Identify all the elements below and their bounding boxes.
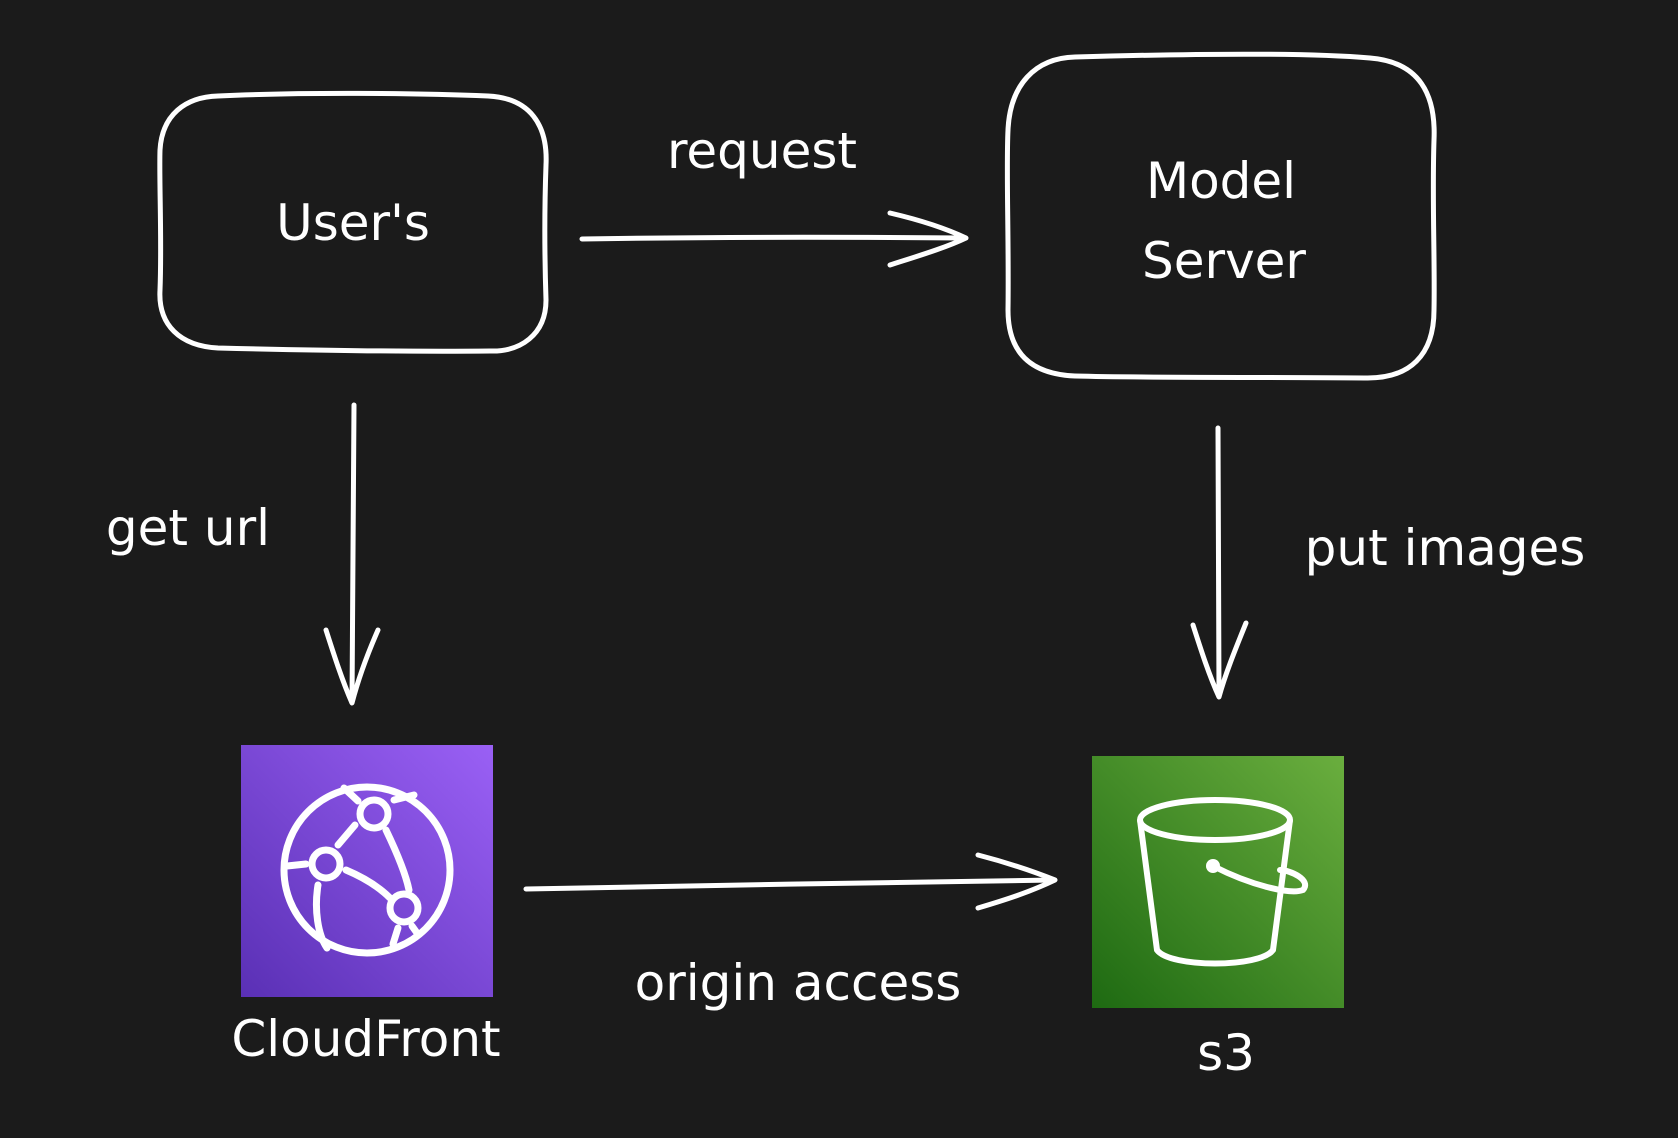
cloudfront-node[interactable]: CloudFront — [231, 745, 501, 1068]
get-url-arrow: get url — [106, 402, 381, 706]
s3-bucket-icon — [1137, 797, 1308, 967]
users-label: User's — [276, 194, 430, 252]
put-images-label: put images — [1305, 519, 1586, 577]
cloudfront-label: CloudFront — [231, 1010, 500, 1068]
get-url-label: get url — [106, 499, 270, 557]
cloudfront-tile — [241, 745, 493, 997]
model-server-label-line1: Model — [1146, 152, 1296, 210]
origin-access-label: origin access — [635, 954, 962, 1012]
model-server-node[interactable]: Model Server — [1004, 51, 1437, 381]
s3-label: s3 — [1197, 1024, 1255, 1082]
users-node[interactable]: User's — [157, 90, 549, 354]
request-label: request — [667, 122, 857, 180]
put-images-arrow: put images — [1190, 425, 1586, 700]
cloudfront-icon — [280, 783, 454, 957]
request-arrow: request — [579, 122, 969, 268]
origin-access-arrow: origin access — [523, 852, 1058, 1012]
s3-node[interactable]: s3 — [1092, 756, 1344, 1082]
model-server-label-line2: Server — [1142, 232, 1306, 290]
